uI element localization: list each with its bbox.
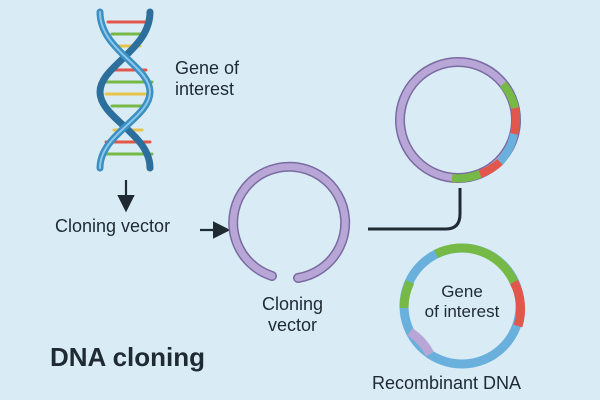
recombinant-dna-label: Recombinant DNA [372, 373, 522, 393]
cloning-vector-ring-label: Cloning vector [262, 294, 324, 335]
recombinant-dna-ring [399, 243, 526, 369]
page-title: DNA cloning [50, 342, 206, 372]
cloning-vector-arrow-label: Cloning vector [55, 216, 171, 236]
recombinant-gene-label: Gene of interest [424, 282, 500, 321]
dna-double-helix-icon [96, 8, 154, 172]
gene-of-interest-label: Gene of interest [175, 58, 240, 99]
helix-strand-back [96, 8, 154, 172]
connector-line [368, 188, 462, 231]
plasmid-ring [395, 57, 521, 183]
